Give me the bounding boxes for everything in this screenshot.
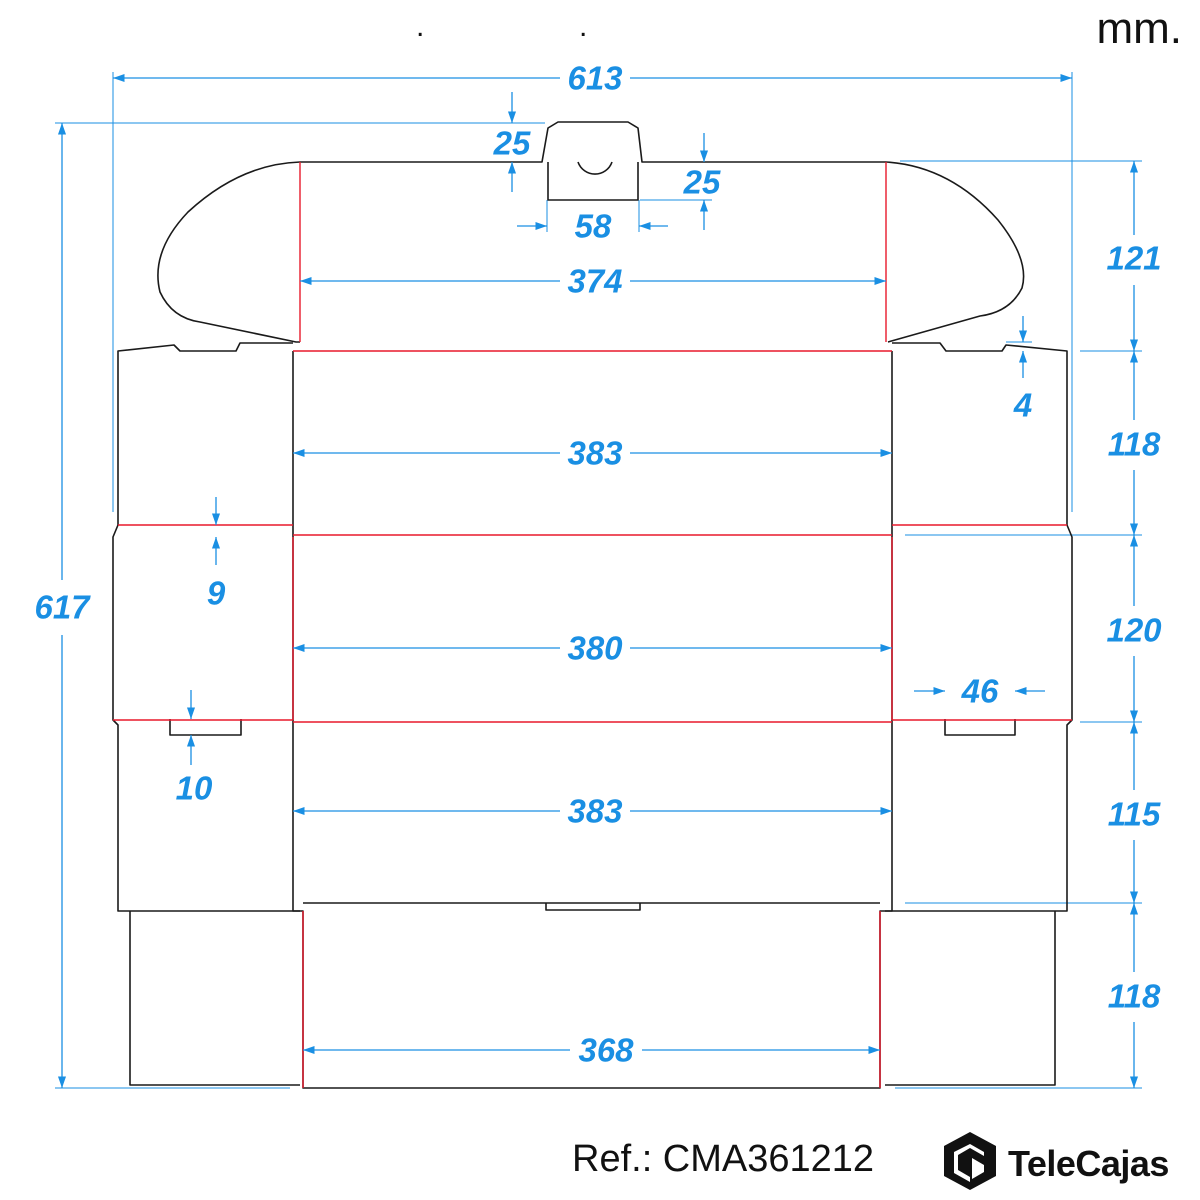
dim-panel-2-width: 380	[567, 630, 623, 667]
brand-logo: TeleCajas	[940, 1130, 1169, 1197]
dim-hole-width: 58	[575, 208, 612, 245]
reference-code: Ref.: CMA361212	[572, 1138, 875, 1180]
dim-slot-width: 46	[961, 673, 999, 710]
dimension-labels: 613 617 25 25 58 374 121 4 383 118 9 380…	[34, 60, 1162, 1069]
dim-small-gap: 4	[1013, 387, 1032, 424]
box-icon	[940, 1130, 1000, 1197]
dim-bottom-panel-width: 368	[578, 1032, 634, 1069]
dim-hole-depth: 25	[683, 164, 721, 201]
dim-total-height: 617	[34, 589, 91, 626]
dim-panel-1-height: 118	[1108, 426, 1161, 463]
cut-outline	[112, 121, 1073, 1089]
dot-mark-1: .	[416, 10, 425, 43]
dim-bottom-panel-height: 118	[1108, 978, 1161, 1015]
dim-top-panel-width: 374	[567, 263, 622, 300]
fold-lines	[113, 162, 1072, 1088]
unit-label: mm.	[1096, 4, 1182, 53]
dim-top-panel-height: 121	[1106, 240, 1161, 277]
dim-panel-2-height: 120	[1106, 612, 1162, 649]
dot-mark-2: .	[579, 10, 588, 43]
dim-panel-1-width: 383	[567, 435, 622, 472]
dim-panel-3-width: 383	[567, 793, 622, 830]
dim-total-width: 613	[567, 60, 622, 97]
dim-handle-height: 25	[493, 125, 531, 162]
dim-tab-gap: 9	[207, 575, 226, 612]
brand-name: TeleCajas	[1008, 1142, 1169, 1184]
dimension-lines	[57, 73, 1139, 1088]
dim-panel-3-height: 115	[1108, 796, 1161, 833]
dim-slot-height: 10	[176, 770, 213, 807]
